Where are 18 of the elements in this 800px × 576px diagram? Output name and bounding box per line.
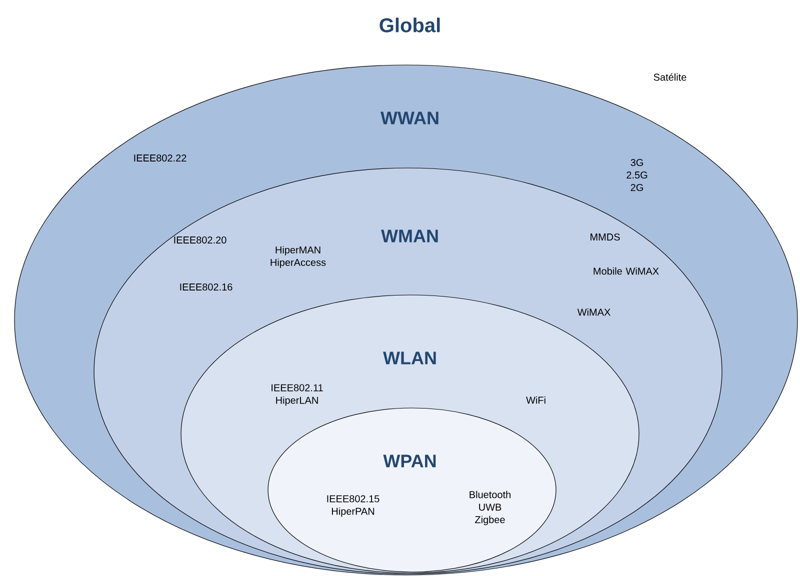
title: Global xyxy=(380,18,440,32)
technology-label: Bluetooth UWB Zigbee xyxy=(470,490,510,526)
region-heading: WWAN xyxy=(380,112,438,124)
region-label: Satélite xyxy=(654,73,686,81)
technology-label: IEEE802.20 xyxy=(174,236,226,244)
technology-label: WiFi xyxy=(526,396,546,404)
region-heading: WPAN xyxy=(383,454,436,468)
technology-label: MMDS xyxy=(590,233,620,241)
region-heading: WMAN xyxy=(381,230,438,242)
technology-label: HiperMAN HiperAccess xyxy=(270,246,326,268)
technology-label: IEEE802.11 HiperLAN xyxy=(272,384,323,406)
technology-label: WiMAX xyxy=(577,308,610,316)
technology-label: 3G 2.5G 2G xyxy=(626,158,648,192)
region-heading: WLAN xyxy=(383,352,436,364)
technology-label: Mobile WiMAX xyxy=(594,267,659,275)
technology-label: IEEE802.16 xyxy=(180,283,232,291)
technology-label: IEEE802.15 HiperPAN xyxy=(327,495,380,517)
technology-label: IEEE802.22 xyxy=(134,154,186,162)
